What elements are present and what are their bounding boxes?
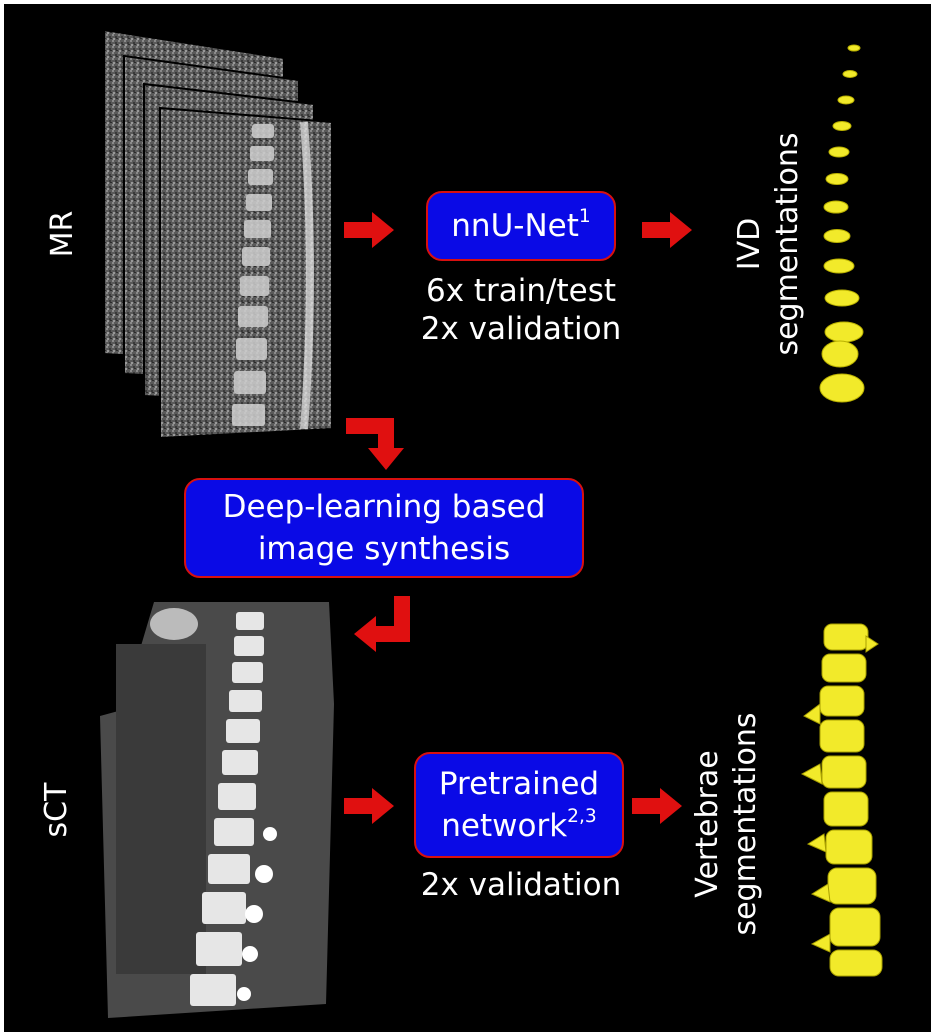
pretrained-box: Pretrained network2,3 <box>414 752 624 858</box>
synthesis-line-2: image synthesis <box>257 531 511 567</box>
synthesis-line-1: Deep-learning based <box>222 489 546 525</box>
ivd-segmentations-label: IVD segmentations <box>731 119 811 369</box>
mr-row-label: MR <box>45 210 80 258</box>
arrow-nnunet-to-ivd <box>642 212 692 248</box>
vertebrae-label-line-1: Vertebrae <box>690 750 725 898</box>
arrow-pretrained-to-vertebrae <box>632 788 682 824</box>
vertebrae-segmentations-label: Vertebrae segmentations <box>689 699 769 949</box>
synthesis-box: Deep-learning based image synthesis <box>184 478 584 578</box>
nnunet-notes: 6x train/test 2x validation <box>396 272 646 348</box>
arrow-mr-to-nnunet <box>344 212 394 248</box>
pretrained-line-1: Pretrained <box>438 766 600 802</box>
sct-image <box>100 602 334 1018</box>
pretrained-note-validation: 2x validation <box>420 867 622 903</box>
arrow-sct-to-pretrained <box>344 788 394 824</box>
arrow-synthesis-to-sct <box>354 596 410 652</box>
ivd-label-line-2: segmentations <box>770 132 805 356</box>
arrow-mr-to-synthesis <box>346 418 404 470</box>
sct-row-label: sCT <box>39 782 74 838</box>
pretrained-reference: 2,3 <box>567 806 597 828</box>
nnunet-box: nnU-Net1 <box>426 191 616 261</box>
ivd-label-line-1: IVD <box>732 217 767 271</box>
figure-canvas: MR sCT nnU-Net1 6x train/test 2x validat… <box>4 4 931 1032</box>
pretrained-line-2: network <box>441 808 568 844</box>
vertebrae-label-line-2: segmentations <box>728 712 763 936</box>
nnunet-note-train-test: 6x train/test <box>425 273 617 309</box>
pretrained-notes: 2x validation <box>396 866 646 904</box>
flow-arrows <box>344 212 692 824</box>
mr-image-stack <box>103 28 333 440</box>
nnunet-note-validation: 2x validation <box>420 311 622 347</box>
nnunet-label: nnU-Net <box>451 208 579 244</box>
vertebrae-segmentation-render <box>800 623 883 977</box>
nnunet-reference: 1 <box>578 206 591 228</box>
ivd-segmentation-render <box>819 44 865 403</box>
figure-graphics <box>100 28 883 1018</box>
